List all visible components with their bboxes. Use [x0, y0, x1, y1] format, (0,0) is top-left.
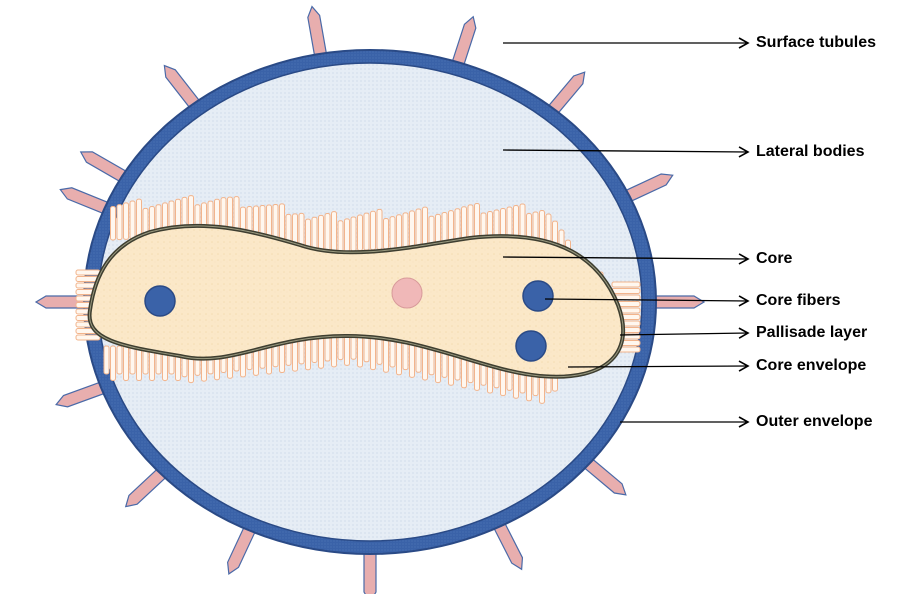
- palisade-spike: [332, 212, 337, 253]
- palisade-spike: [358, 215, 363, 251]
- label-pallisade-layer: Pallisade layer: [756, 324, 867, 342]
- palisade-spike: [104, 346, 109, 374]
- palisade-spike: [111, 206, 116, 240]
- palisade-spike: [410, 211, 415, 248]
- core-fiber-left: [145, 286, 175, 316]
- palisade-spike: [612, 282, 640, 287]
- palisade-spike: [436, 348, 441, 383]
- palisade-spike: [403, 342, 408, 370]
- palisade-spike: [117, 346, 122, 374]
- palisade-spike: [124, 203, 129, 240]
- palisade-spike: [390, 217, 395, 249]
- label-surface-tubules: Surface tubules: [756, 34, 876, 52]
- palisade-spike: [124, 346, 129, 381]
- palisade-spike: [76, 270, 100, 275]
- palisade-spike: [410, 343, 415, 378]
- label-core-fibers: Core fibers: [756, 292, 840, 310]
- core-fiber-center: [392, 278, 422, 308]
- palisade-spike: [416, 209, 421, 247]
- palisade-spike: [137, 199, 142, 239]
- palisade-spike: [423, 207, 428, 247]
- core-fiber-right-top: [523, 281, 553, 311]
- palisade-spike: [403, 213, 408, 248]
- palisade-spike: [423, 346, 428, 381]
- palisade-spike: [325, 214, 330, 253]
- label-core: Core: [756, 250, 792, 268]
- palisade-spike: [130, 201, 135, 239]
- palisade-spike: [345, 219, 350, 252]
- palisade-spike: [397, 215, 402, 249]
- palisade-spike: [384, 338, 389, 373]
- core-fiber-right-bottom: [516, 331, 546, 361]
- palisade-spike: [111, 346, 116, 381]
- palisade-spike: [319, 215, 324, 253]
- palisade-spike: [130, 346, 135, 374]
- palisade-spike: [137, 346, 142, 381]
- palisade-spike: [371, 211, 376, 250]
- label-outer-envelope: Outer envelope: [756, 413, 872, 431]
- palisade-spike: [76, 335, 100, 340]
- palisade-spike: [117, 205, 122, 240]
- palisade-spike: [351, 217, 356, 251]
- label-core-envelope: Core envelope: [756, 357, 866, 375]
- palisade-spike: [390, 339, 395, 367]
- palisade-spike: [338, 221, 343, 252]
- palisade-spike: [384, 218, 389, 249]
- palisade-spike: [293, 214, 298, 246]
- label-lateral-bodies: Lateral bodies: [756, 143, 864, 161]
- palisade-spike: [364, 213, 369, 250]
- palisade-spike: [371, 335, 376, 370]
- palisade-spike: [377, 336, 382, 364]
- palisade-spike: [299, 213, 304, 246]
- palisade-spike: [416, 344, 421, 372]
- palisade-spike: [429, 216, 434, 246]
- palisade-spike: [377, 209, 382, 249]
- palisade-spike: [612, 289, 640, 294]
- palisade-spike: [397, 340, 402, 375]
